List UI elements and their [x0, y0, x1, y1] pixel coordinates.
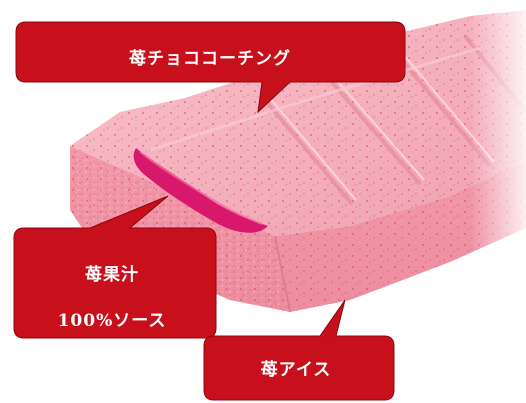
callout-bubble-coating — [15, 21, 406, 114]
sauce-label-line2: 100%ソース — [57, 311, 167, 331]
sauce-label-line1: 苺果汁 — [85, 265, 139, 285]
callout-coating-label: 苺チョココーチング — [20, 44, 400, 69]
callout-sauce-label: 苺果汁 100%ソース — [14, 264, 210, 332]
callout-icecream-label: 苺アイス — [202, 355, 390, 380]
callout-bubble-sauce — [13, 195, 217, 339]
bar-top-coating — [70, 10, 526, 236]
callout-bubble-icecream — [203, 299, 395, 401]
coating-label: 苺チョココーチング — [129, 49, 291, 69]
icecream-label: 苺アイス — [260, 360, 332, 380]
